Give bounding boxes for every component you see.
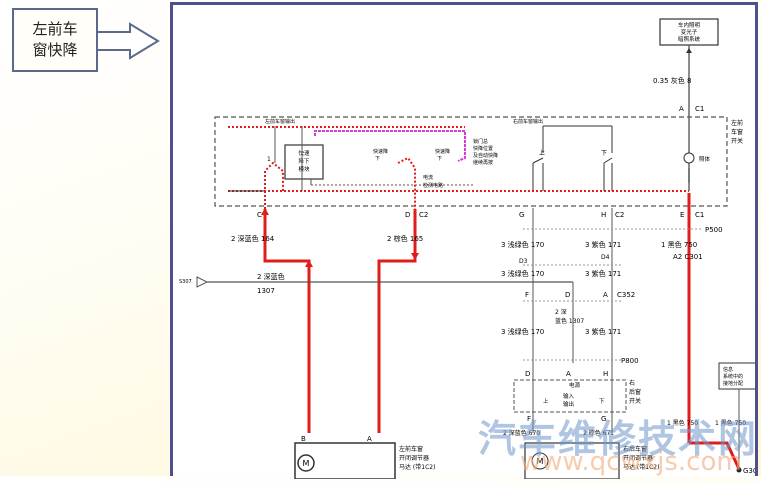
svg-text:右前车窗输出: 右前车窗输出 — [513, 118, 543, 125]
svg-text:M: M — [303, 459, 310, 468]
svg-text:D4: D4 — [601, 254, 610, 261]
svg-text:C1: C1 — [695, 105, 704, 113]
svg-text:P500: P500 — [705, 226, 723, 234]
svg-text:1307: 1307 — [257, 287, 275, 295]
svg-text:暗照系统: 暗照系统 — [678, 35, 701, 43]
svg-text:A: A — [679, 105, 684, 113]
svg-text:输出: 输出 — [563, 400, 574, 408]
svg-text:A2 C301: A2 C301 — [673, 253, 703, 261]
svg-text:D: D — [525, 370, 530, 378]
svg-text:2 棕色 671: 2 棕色 671 — [583, 429, 614, 437]
svg-text:系统中的: 系统中的 — [723, 373, 743, 380]
svg-text:下: 下 — [437, 156, 442, 162]
svg-text:上: 上 — [539, 149, 545, 157]
svg-text:快速降: 快速降 — [435, 148, 450, 155]
svg-text:电源: 电源 — [569, 381, 581, 389]
svg-text:下: 下 — [375, 156, 380, 162]
svg-text:电流: 电流 — [423, 174, 433, 181]
svg-text:马达 (带1C2): 马达 (带1C2) — [399, 463, 435, 471]
svg-text:下: 下 — [599, 398, 605, 405]
svg-text:左前车窗输出: 左前车窗输出 — [265, 118, 295, 125]
svg-text:锁门总: 锁门总 — [473, 138, 488, 145]
svg-text:A: A — [566, 370, 571, 378]
svg-text:3 紫色 171: 3 紫色 171 — [585, 240, 621, 249]
svg-text:S307: S307 — [179, 279, 192, 285]
svg-text:C1: C1 — [695, 211, 704, 219]
svg-text:G301: G301 — [743, 467, 755, 475]
callout-text: 左前车 窗快降 — [32, 20, 78, 59]
svg-text:H: H — [603, 370, 608, 378]
svg-text:1 黑色 750: 1 黑色 750 — [667, 419, 698, 427]
svg-text:快速降: 快速降 — [373, 148, 388, 155]
svg-text:信息: 信息 — [723, 366, 733, 373]
svg-text:下: 下 — [601, 150, 607, 157]
svg-text:2 深蓝色 164: 2 深蓝色 164 — [231, 234, 275, 243]
svg-text:接地分配: 接地分配 — [723, 380, 743, 387]
svg-text:开闭调节器: 开闭调节器 — [399, 454, 429, 462]
svg-text:变光子: 变光子 — [681, 28, 698, 36]
svg-text:F: F — [527, 415, 531, 423]
svg-text:快速: 快速 — [298, 149, 310, 157]
svg-text:车窗: 车窗 — [731, 128, 743, 136]
svg-text:3 浅绿色 170: 3 浅绿色 170 — [501, 327, 544, 336]
svg-text:C: C — [257, 211, 262, 219]
svg-text:3 紫色 171: 3 紫色 171 — [585, 269, 621, 278]
svg-text:开关: 开关 — [731, 137, 743, 145]
watermark-cn: 汽车维修技术网 — [478, 417, 759, 461]
svg-text:1 黑色 750: 1 黑色 750 — [661, 240, 697, 249]
svg-text:左前车窗: 左前车窗 — [399, 445, 423, 453]
svg-text:C352: C352 — [617, 291, 635, 299]
svg-text:C2: C2 — [419, 211, 428, 219]
svg-text:H: H — [601, 211, 606, 219]
svg-text:E: E — [680, 211, 684, 219]
svg-text:开关: 开关 — [629, 397, 641, 405]
svg-text:马达 (带1C2): 马达 (带1C2) — [623, 463, 659, 471]
callout-box: 左前车 窗快降 — [12, 8, 98, 72]
watermark-url: www.qcwxjs.com — [520, 447, 742, 477]
svg-text:2 深: 2 深 — [555, 308, 567, 316]
svg-text:照体: 照体 — [699, 155, 711, 163]
svg-text:3 紫色 171: 3 紫色 171 — [585, 327, 621, 336]
svg-text:F: F — [525, 291, 529, 299]
svg-text:3 浅绿色 170: 3 浅绿色 170 — [501, 240, 544, 249]
svg-text:P800: P800 — [621, 357, 639, 365]
svg-text:1 黑色 750: 1 黑色 750 — [715, 419, 746, 427]
svg-text:2 深蓝色: 2 深蓝色 — [257, 272, 285, 281]
svg-text:2 深蓝色 670: 2 深蓝色 670 — [503, 429, 540, 437]
svg-text:A: A — [367, 435, 372, 443]
svg-text:A: A — [603, 291, 608, 299]
svg-text:2 棕色 165: 2 棕色 165 — [387, 234, 423, 243]
svg-text:左前: 左前 — [731, 119, 743, 127]
svg-text:蓝色 1307: 蓝色 1307 — [555, 317, 584, 325]
svg-text:检测电路: 检测电路 — [423, 182, 443, 189]
svg-text:降下: 降下 — [298, 157, 310, 165]
svg-text:B: B — [301, 435, 306, 443]
svg-text:及自动快降: 及自动快降 — [473, 152, 498, 159]
svg-text:开闭调节器: 开闭调节器 — [623, 454, 653, 462]
svg-text:模块: 模块 — [298, 165, 310, 173]
svg-text:G: G — [519, 211, 524, 219]
svg-text:右: 右 — [629, 379, 635, 387]
svg-text:继续再按: 继续再按 — [473, 159, 493, 166]
svg-text:D: D — [565, 291, 570, 299]
svg-text:快降位置: 快降位置 — [473, 145, 493, 152]
arrow-right-icon — [98, 22, 160, 60]
svg-text:G: G — [601, 415, 606, 423]
svg-text:1: 1 — [267, 156, 271, 163]
svg-text:3 浅绿色 170: 3 浅绿色 170 — [501, 269, 544, 278]
svg-text:上: 上 — [543, 397, 549, 405]
svg-text:D: D — [405, 211, 410, 219]
svg-text:右后车窗: 右后车窗 — [623, 445, 647, 453]
svg-text:M: M — [537, 457, 544, 466]
svg-text:C2: C2 — [615, 211, 624, 219]
svg-text:输入: 输入 — [563, 392, 575, 400]
svg-text:D3: D3 — [519, 258, 528, 265]
svg-text:0.35 灰色 8: 0.35 灰色 8 — [653, 76, 692, 85]
top-box-line1: 车内照明 — [678, 21, 701, 29]
svg-text:后窗: 后窗 — [629, 388, 641, 396]
